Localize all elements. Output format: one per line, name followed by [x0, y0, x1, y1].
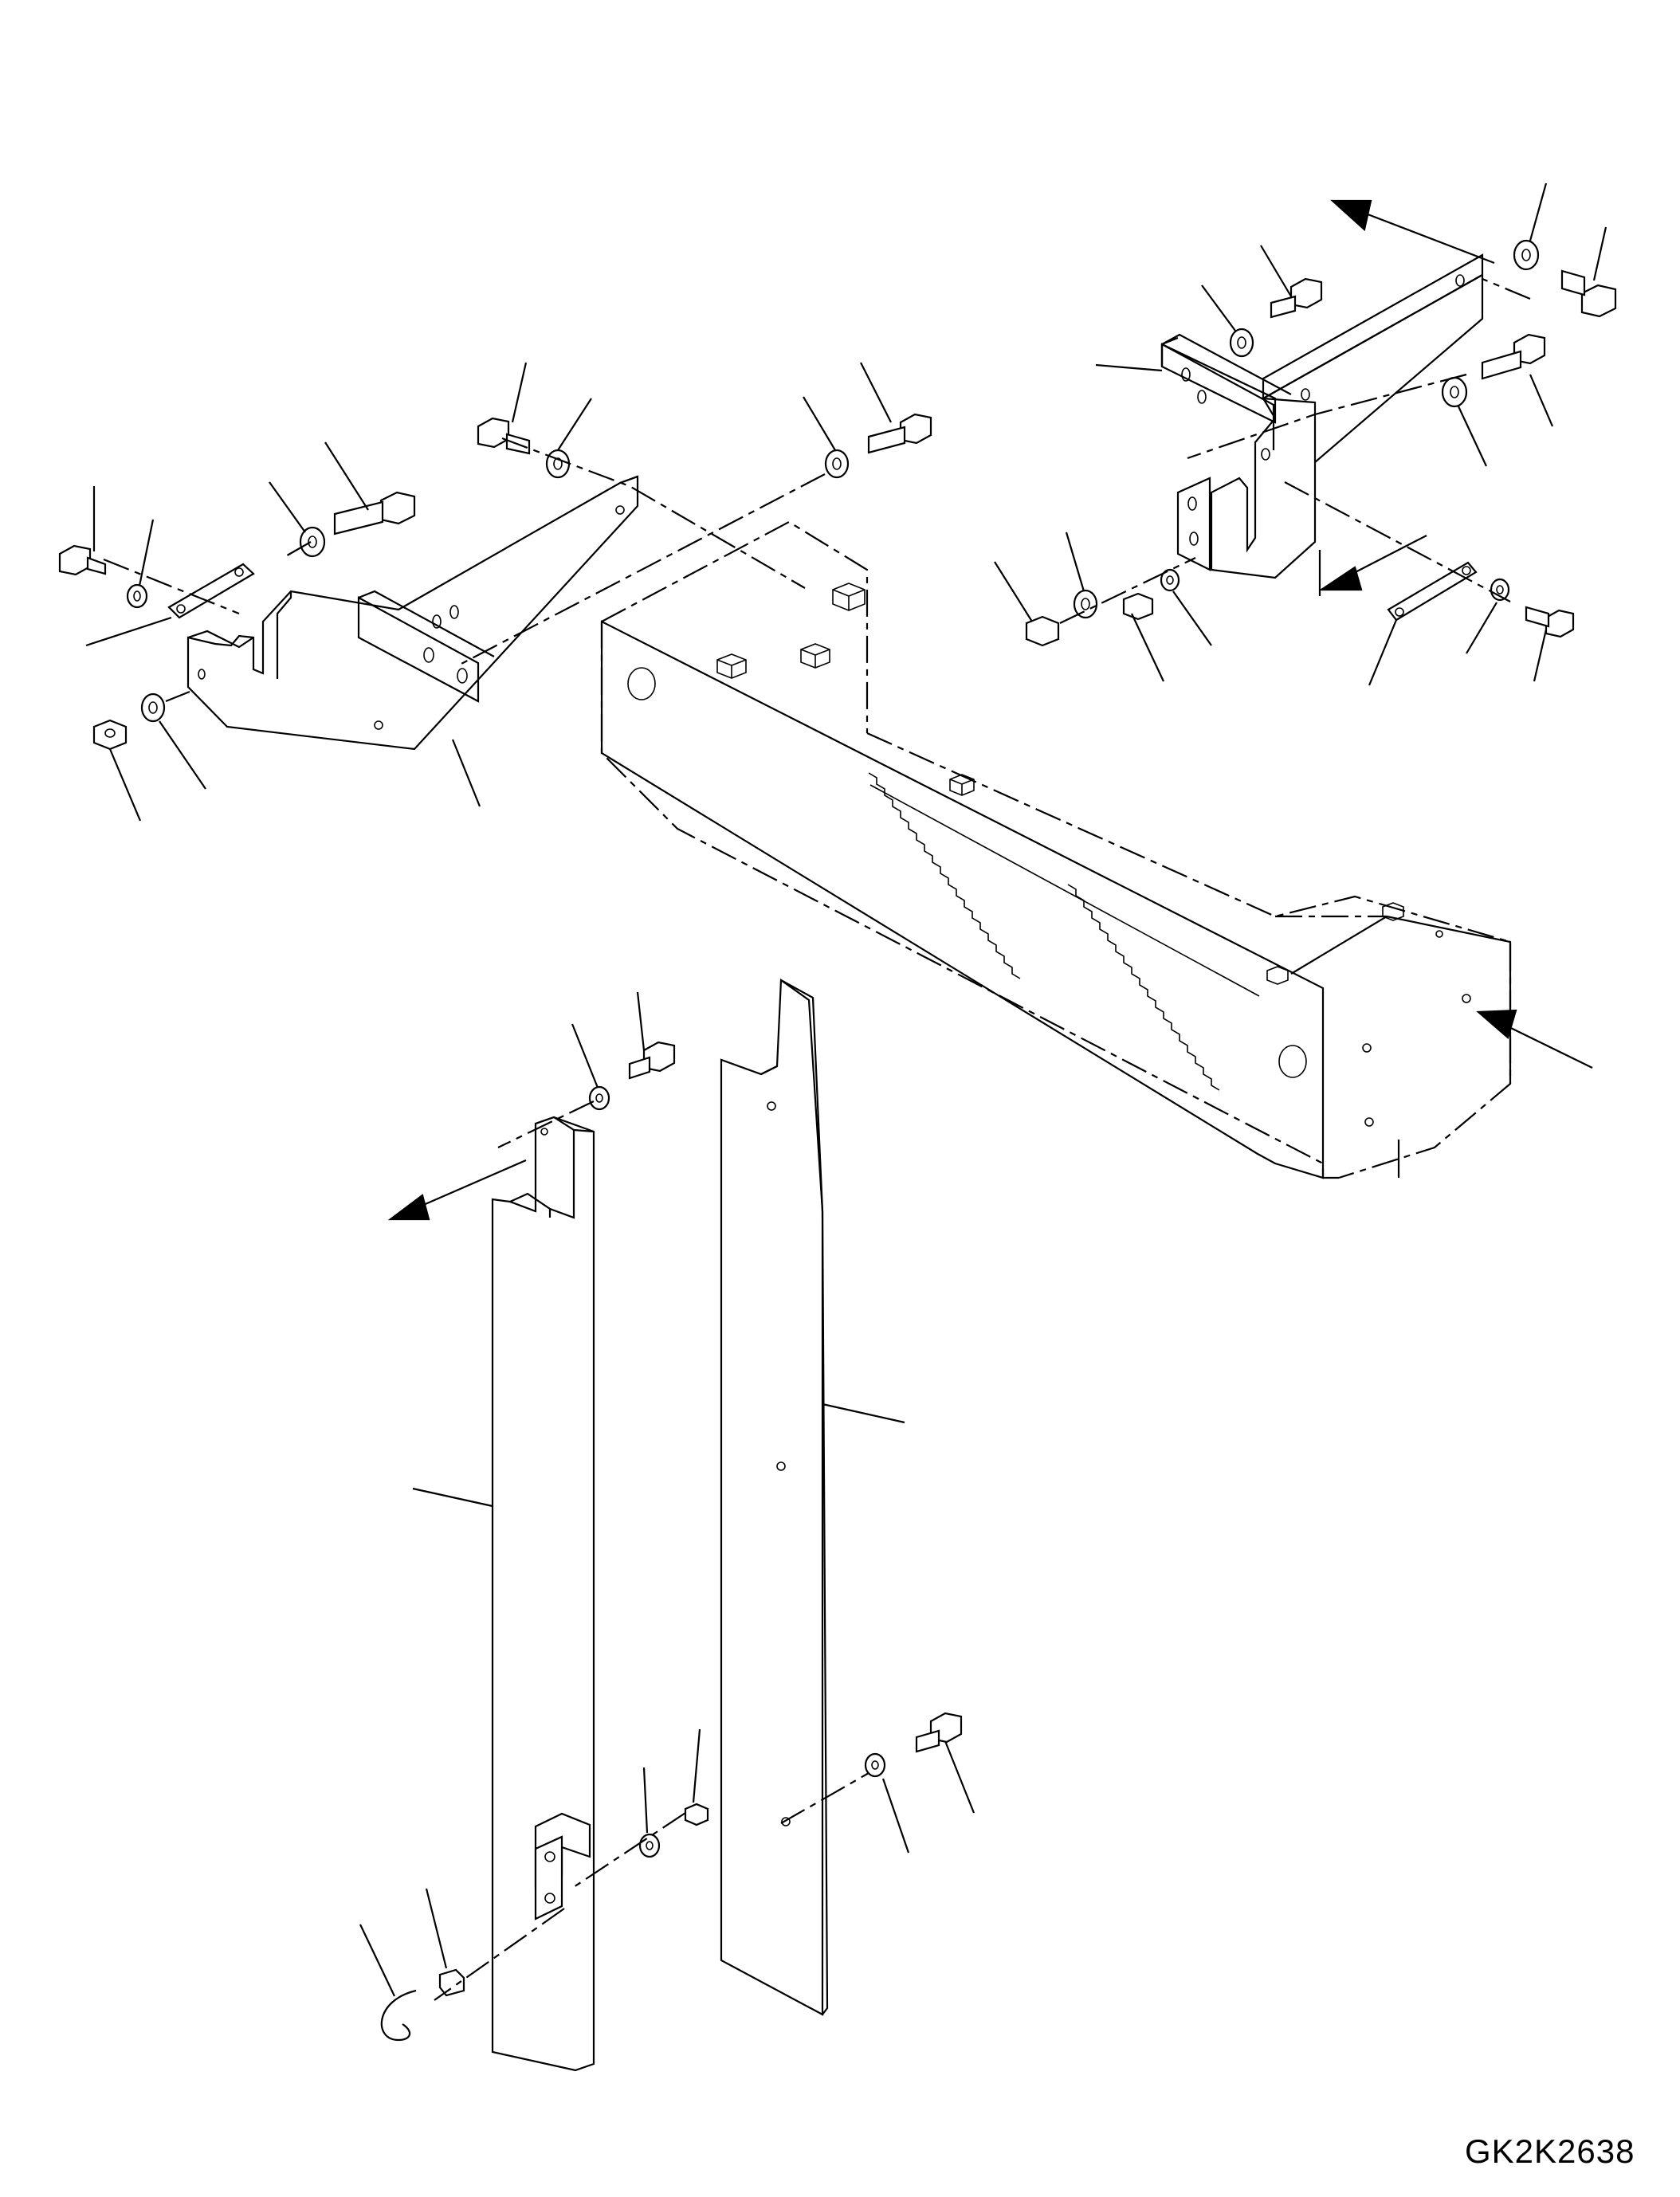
washer — [545, 449, 571, 479]
hex-bolt — [1580, 284, 1617, 318]
washer — [1490, 578, 1510, 602]
lower-fasteners — [380, 1041, 963, 2042]
hex-nut — [92, 719, 128, 751]
hex-bolt — [379, 491, 416, 525]
hex-nut — [1122, 592, 1154, 621]
washer — [1073, 589, 1098, 619]
left-shim-plate — [167, 563, 255, 619]
assembly-lines — [103, 277, 1531, 2001]
washer — [1513, 239, 1540, 271]
hook-pin — [380, 1989, 417, 2042]
spring-clip — [438, 1968, 465, 1997]
hex-bolt — [58, 544, 92, 576]
left-mounting-bracket — [186, 475, 639, 751]
washer — [140, 692, 166, 723]
main-beam — [600, 520, 1512, 1179]
cube-nut — [716, 583, 1404, 985]
right-shim-plate — [1387, 561, 1478, 622]
washer — [864, 1752, 886, 1778]
washer — [638, 1833, 661, 1858]
washer — [1229, 328, 1254, 358]
left-vertical-cover — [491, 1116, 595, 2072]
hex-bolt — [1545, 609, 1575, 638]
washer — [588, 1085, 610, 1111]
washer — [1160, 568, 1180, 592]
right-fasteners — [1025, 239, 1617, 647]
right-vertical-cover — [720, 978, 829, 2016]
drawing-code: GK2K2638 — [1465, 2132, 1635, 2170]
hex-nut — [1025, 615, 1060, 647]
right-mounting-bracket — [1160, 253, 1484, 579]
washer — [299, 526, 326, 558]
washer — [126, 583, 148, 609]
serrated-strip — [868, 772, 1260, 1091]
washer — [824, 449, 850, 479]
washer — [1441, 376, 1468, 408]
hex-nut — [684, 1803, 709, 1826]
direction-arrows — [387, 199, 1593, 1221]
leader-lines — [85, 182, 1607, 1997]
hex-bolt — [477, 417, 510, 449]
left-fasteners — [58, 413, 932, 751]
